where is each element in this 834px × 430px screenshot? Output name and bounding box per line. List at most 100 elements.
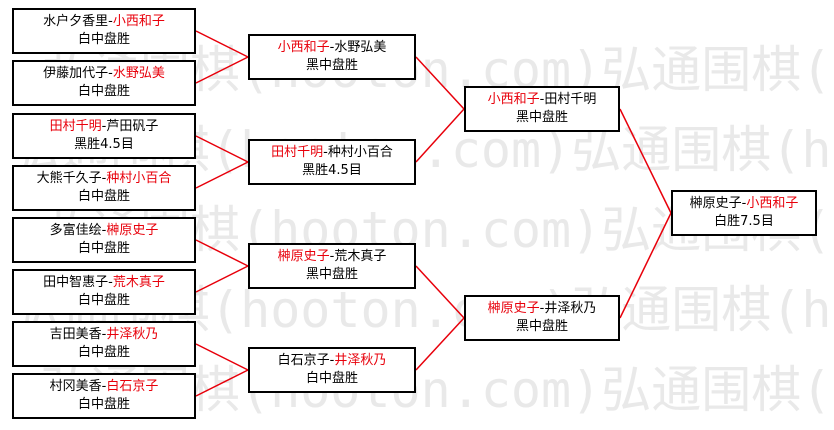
player-name: 小西和子: [487, 92, 540, 107]
player-name: 水野弘美: [334, 40, 387, 55]
match-box-round3: 榊原史子-井泽秋乃黑中盘胜: [464, 295, 620, 341]
player-separator: -: [323, 145, 328, 160]
match-result: 白胜7.5目: [714, 214, 774, 229]
bracket-connector-line: [195, 369, 249, 397]
player-name: 榊原史子: [689, 196, 742, 211]
player-separator: -: [101, 223, 107, 238]
match-players: 田中智惠子-荒木真子: [43, 274, 165, 292]
match-players: 田村千明-种村小百合: [271, 144, 393, 162]
match-result: 白中盘胜: [77, 397, 130, 412]
bracket-connector-line: [195, 56, 249, 84]
match-box-round1: 多富佳绘-榊原史子白中盘胜: [12, 217, 196, 263]
match-result: 白中盘胜: [77, 32, 130, 47]
player-separator: -: [101, 171, 107, 186]
match-box-round1: 吉田美香-井泽秋乃白中盘胜: [12, 321, 196, 367]
player-separator: -: [108, 275, 113, 290]
match-players: 榊原史子-小西和子: [690, 195, 799, 213]
player-name: 芦田矾子: [106, 119, 159, 134]
match-result: 白中盘胜: [77, 345, 130, 360]
player-separator: -: [539, 92, 545, 107]
player-name: 田村千明: [271, 145, 324, 160]
bracket-connector-line: [619, 108, 672, 214]
bracket-connector-line: [195, 343, 249, 371]
player-name: 多富佳绘: [49, 223, 102, 238]
match-box-round1: 田村千明-芦田矾子黑胜4.5目: [12, 113, 196, 159]
match-result: 黑胜4.5目: [302, 163, 362, 178]
player-name: 荒木真子: [112, 275, 165, 290]
player-name: 村冈美香: [49, 379, 102, 394]
match-box-round2: 榊原史子-荒木真子黑中盘胜: [248, 243, 416, 289]
player-name: 田村千明: [544, 92, 597, 107]
player-name: 田中智惠子: [43, 275, 109, 290]
player-name: 小西和子: [277, 40, 330, 55]
match-result: 黑胜4.5目: [74, 137, 134, 152]
player-name: 榊原史子: [277, 249, 330, 264]
match-players: 田村千明-芦田矾子: [50, 118, 159, 136]
match-players: 村冈美香-白石京子: [50, 378, 159, 396]
match-players: 白石京子-井泽秋乃: [278, 352, 387, 370]
bracket-connector-line: [415, 265, 465, 319]
bracket-connector-line: [415, 56, 465, 110]
match-players: 吉田美香-井泽秋乃: [50, 326, 159, 344]
player-name: 井泽秋乃: [544, 301, 597, 316]
match-players: 多富佳绘-榊原史子: [50, 222, 159, 240]
player-name: 水野弘美: [112, 66, 165, 81]
player-separator: -: [329, 249, 335, 264]
player-name: 种村小百合: [327, 145, 393, 160]
match-result: 白中盘胜: [77, 241, 130, 256]
match-players: 榊原史子-井泽秋乃: [488, 300, 597, 318]
player-name: 田村千明: [49, 119, 102, 134]
player-name: 伊藤加代子: [43, 66, 109, 81]
match-result: 白中盘胜: [77, 189, 130, 204]
player-name: 榊原史子: [487, 301, 540, 316]
match-players: 水户夕香里-小西和子: [43, 13, 165, 31]
match-box-round1: 水户夕香里-小西和子白中盘胜: [12, 8, 196, 54]
player-separator: -: [101, 327, 107, 342]
match-result: 黑中盘胜: [305, 58, 358, 73]
player-name: 小西和子: [746, 196, 799, 211]
final-match-box: 榊原史子-小西和子白胜7.5目: [671, 190, 817, 236]
bracket-connector-line: [415, 108, 465, 163]
match-players: 小西和子-田村千明: [488, 91, 597, 109]
player-name: 种村小百合: [106, 171, 172, 186]
player-name: 水户夕香里: [43, 14, 109, 29]
match-players: 榊原史子-荒木真子: [278, 248, 387, 266]
player-name: 井泽秋乃: [334, 353, 387, 368]
match-players: 小西和子-水野弘美: [278, 39, 387, 57]
match-box-round2: 小西和子-水野弘美黑中盘胜: [248, 34, 416, 80]
match-box-round1: 村冈美香-白石京子白中盘胜: [12, 373, 196, 419]
match-result: 黑中盘胜: [515, 110, 568, 125]
player-separator: -: [108, 14, 113, 29]
match-result: 黑中盘胜: [305, 267, 358, 282]
match-box-round3: 小西和子-田村千明黑中盘胜: [464, 86, 620, 132]
bracket-connector-line: [619, 212, 672, 319]
player-name: 榊原史子: [106, 223, 159, 238]
bracket-connector-line: [195, 161, 249, 189]
bracket-connector-line: [195, 239, 249, 267]
match-players: 大熊千久子-种村小百合: [37, 170, 172, 188]
match-box-round2: 白石京子-井泽秋乃白中盘胜: [248, 347, 416, 393]
match-players: 伊藤加代子-水野弘美: [43, 65, 165, 83]
player-separator: -: [108, 66, 113, 81]
bracket-connector-line: [195, 135, 249, 163]
player-separator: -: [101, 379, 107, 394]
player-name: 白石京子: [106, 379, 159, 394]
player-name: 白石京子: [277, 353, 330, 368]
player-name: 井泽秋乃: [106, 327, 159, 342]
match-result: 白中盘胜: [305, 371, 358, 386]
match-box-round2: 田村千明-种村小百合黑胜4.5目: [248, 139, 416, 185]
player-separator: -: [539, 301, 545, 316]
player-separator: -: [329, 353, 335, 368]
match-box-round1: 田中智惠子-荒木真子白中盘胜: [12, 269, 196, 315]
match-result: 白中盘胜: [77, 293, 130, 308]
player-name: 荒木真子: [334, 249, 387, 264]
match-result: 白中盘胜: [77, 84, 130, 99]
player-name: 大熊千久子: [36, 171, 102, 186]
match-box-round1: 大熊千久子-种村小百合白中盘胜: [12, 165, 196, 211]
player-separator: -: [741, 196, 747, 211]
match-box-round1: 伊藤加代子-水野弘美白中盘胜: [12, 60, 196, 106]
bracket-connector-line: [195, 265, 249, 293]
player-name: 吉田美香: [49, 327, 102, 342]
match-result: 黑中盘胜: [515, 319, 568, 334]
